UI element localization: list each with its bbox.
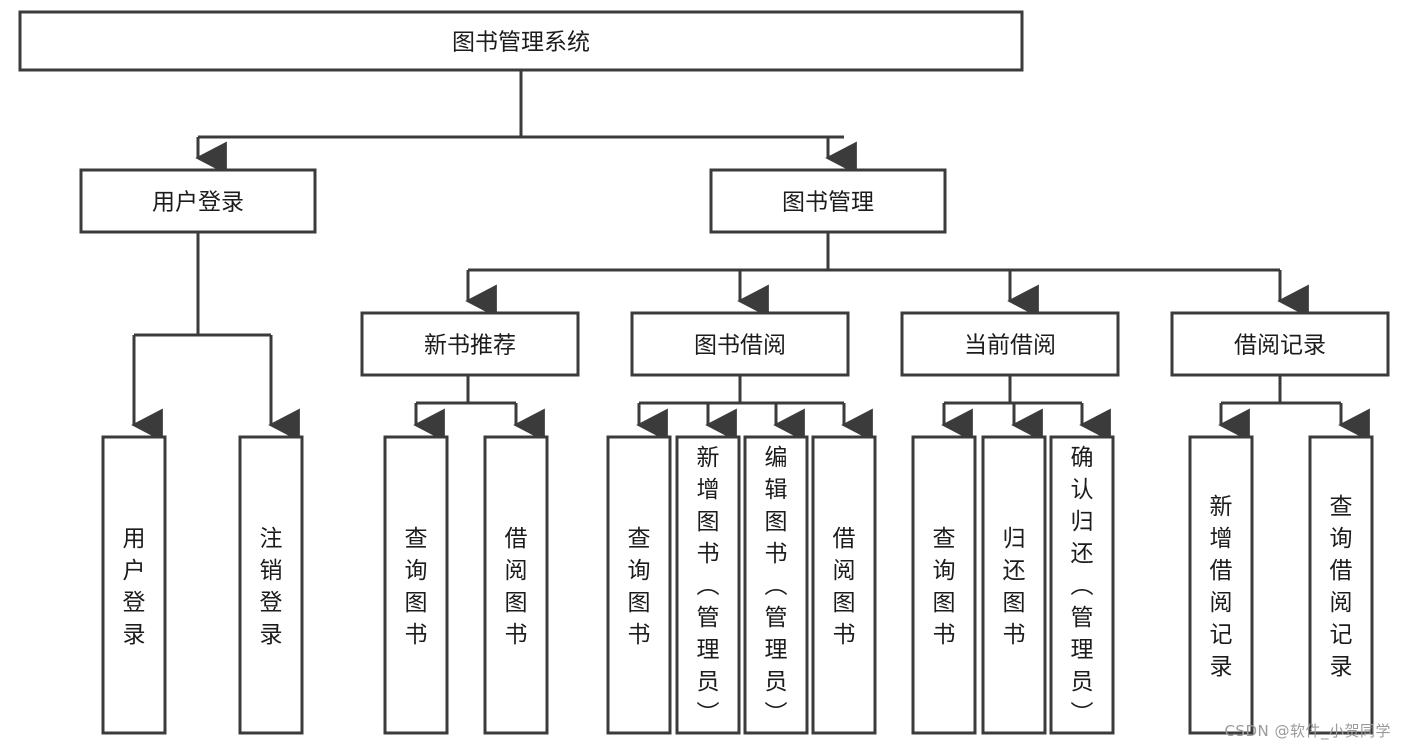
- leaf-node-leaf-rec-query[interactable]: 查询图书: [383, 435, 449, 735]
- leaf-node-leaf-cb-confirm[interactable]: 确认归还︵管理员︶: [1049, 435, 1115, 735]
- leaf-node-box[interactable]: [238, 435, 304, 735]
- leaf-node-label: 借阅图书: [505, 526, 528, 648]
- node-user-login-box[interactable]: [79, 168, 317, 234]
- leaf-node-label: 查询借阅记录: [1330, 494, 1353, 680]
- node-new-book-rec-label: 新书推荐: [424, 333, 516, 359]
- node-new-book-rec[interactable]: 新书推荐: [360, 311, 580, 377]
- leaf-node-leaf-logout[interactable]: 注销登录: [238, 435, 304, 735]
- node-book-borrow-label: 图书借阅: [694, 333, 786, 359]
- leaf-node-label: 查询图书: [405, 526, 428, 648]
- leaf-node-leaf-bb-borrow[interactable]: 借阅图书: [811, 435, 877, 735]
- node-book-borrow-box[interactable]: [630, 311, 850, 377]
- leaf-node-leaf-br-query[interactable]: 查询借阅记录: [1308, 435, 1374, 735]
- node-book-manage-label: 图书管理: [782, 190, 874, 216]
- leaf-node-box[interactable]: [483, 435, 549, 735]
- node-user-login-label: 用户登录: [152, 190, 244, 216]
- leaf-node-leaf-user-login[interactable]: 用户登录: [101, 435, 167, 735]
- node-root-label: 图书管理系统: [452, 30, 590, 56]
- leaf-node-box[interactable]: [675, 435, 741, 735]
- node-borrow-record[interactable]: 借阅记录: [1170, 311, 1390, 377]
- leaf-node-box[interactable]: [1308, 435, 1374, 735]
- node-borrow-record-box[interactable]: [1170, 311, 1390, 377]
- leaf-node-label: 新增借阅记录: [1210, 494, 1233, 680]
- node-user-login[interactable]: 用户登录: [79, 168, 317, 234]
- watermark: CSDN @软件_小贺同学: [1224, 722, 1391, 740]
- leaf-node-box[interactable]: [101, 435, 167, 735]
- node-current-borrow-label: 当前借阅: [964, 333, 1056, 359]
- leaf-node-label: 归还图书: [1003, 526, 1026, 648]
- leaf-node-leaf-rec-borrow[interactable]: 借阅图书: [483, 435, 549, 735]
- node-root-box[interactable]: [18, 10, 1024, 72]
- leaf-node-leaf-bb-add[interactable]: 新增图书︵管理员︶: [675, 435, 741, 735]
- leaf-node-box[interactable]: [383, 435, 449, 735]
- leaf-node-leaf-cb-return[interactable]: 归还图书: [981, 435, 1047, 735]
- leaf-node-leaf-cb-query[interactable]: 查询图书: [911, 435, 977, 735]
- leaf-node-label: 用户登录: [123, 526, 146, 648]
- leaf-node-label: 新增图书︵管理员︶: [697, 445, 720, 727]
- leaf-node-label: 查询图书: [933, 526, 956, 648]
- node-root[interactable]: 图书管理系统: [18, 10, 1024, 72]
- node-new-book-rec-box[interactable]: [360, 311, 580, 377]
- leaf-node-label: 确认归还︵管理员︶: [1071, 445, 1094, 727]
- leaf-node-leaf-bb-query[interactable]: 查询图书: [606, 435, 672, 735]
- node-book-manage-box[interactable]: [709, 168, 947, 234]
- leaf-node-layer: 用户登录 注销登录 查询图书 借阅图书 查询图书 新增图书︵管理员︶ 编辑图书︵管理员︶ 借阅…: [101, 435, 1374, 735]
- node-current-borrow-box[interactable]: [900, 311, 1120, 377]
- node-book-borrow[interactable]: 图书借阅: [630, 311, 850, 377]
- leaf-node-box[interactable]: [811, 435, 877, 735]
- node-book-manage[interactable]: 图书管理: [709, 168, 947, 234]
- leaf-node-box[interactable]: [981, 435, 1047, 735]
- leaf-node-label: 借阅图书: [833, 526, 856, 648]
- connector-layer: [131, 70, 1370, 442]
- leaf-node-box[interactable]: [743, 435, 809, 735]
- leaf-node-box[interactable]: [1188, 435, 1254, 735]
- leaf-node-box[interactable]: [606, 435, 672, 735]
- leaf-node-label: 查询图书: [628, 526, 651, 648]
- leaf-node-box[interactable]: [911, 435, 977, 735]
- leaf-node-label: 注销登录: [260, 526, 283, 648]
- node-current-borrow[interactable]: 当前借阅: [900, 311, 1120, 377]
- leaf-node-label: 编辑图书︵管理员︶: [765, 445, 788, 727]
- node-borrow-record-label: 借阅记录: [1234, 333, 1326, 359]
- leaf-node-leaf-bb-edit[interactable]: 编辑图书︵管理员︶: [743, 435, 809, 735]
- leaf-node-leaf-br-add[interactable]: 新增借阅记录: [1188, 435, 1254, 735]
- leaf-node-box[interactable]: [1049, 435, 1115, 735]
